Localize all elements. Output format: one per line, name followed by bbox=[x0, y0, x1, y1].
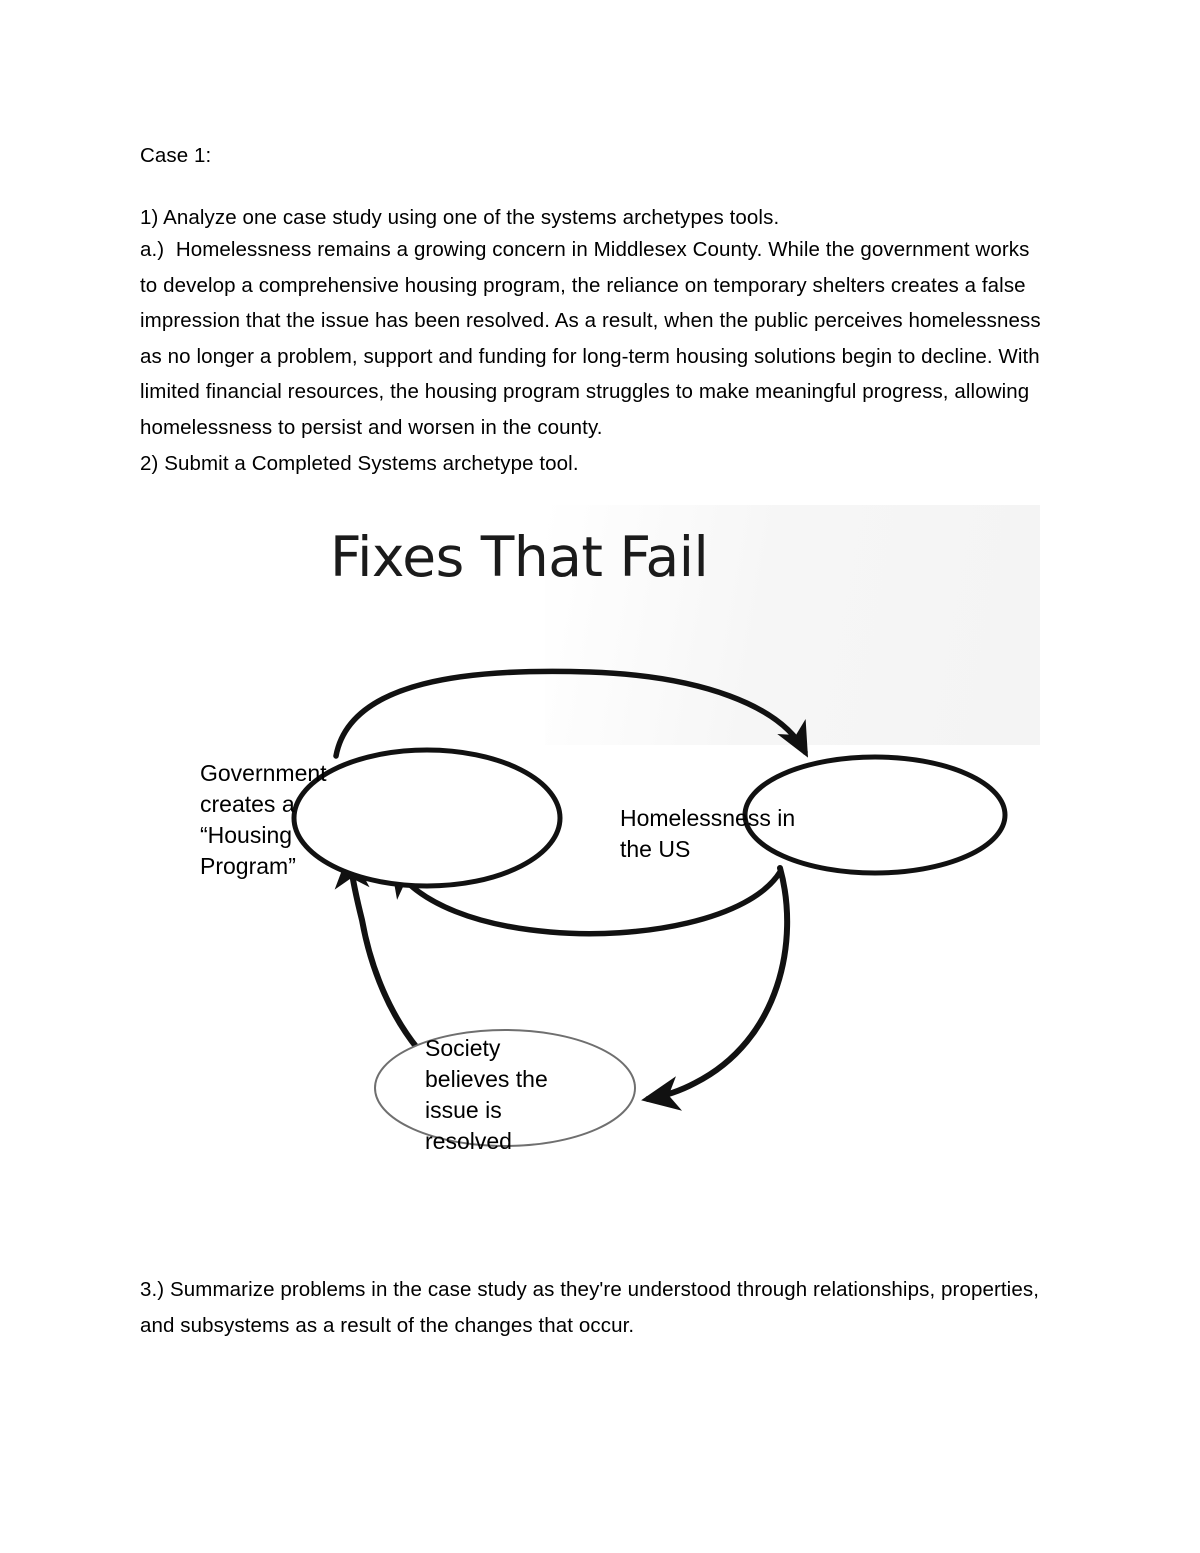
arrow-government-to-homelessness bbox=[333, 668, 809, 759]
case-heading: Case 1: bbox=[140, 144, 212, 167]
causal-loop-svg bbox=[291, 668, 1008, 1147]
instruction-line-2: 2) Submit a Completed Systems archetype … bbox=[140, 452, 579, 475]
arrow-homelessness-to-society bbox=[641, 865, 791, 1111]
node-label-homelessness: Homelessness in the US bbox=[620, 805, 796, 862]
instruction-line-3: 3.) Summarize problems in the case study… bbox=[140, 1278, 1045, 1337]
fixes-that-fail-diagram: Fixes That Fail bbox=[140, 500, 1040, 1200]
figure-background-plate bbox=[545, 505, 1040, 745]
node-label-society: Society believes the issue is resolved bbox=[425, 1035, 548, 1154]
node-ellipse-homelessness bbox=[742, 754, 1008, 876]
figure-title: Fixes That Fail bbox=[330, 525, 709, 589]
instruction-line-1: 1) Analyze one case study using one of t… bbox=[140, 206, 780, 229]
node-label-government: Government creates a “Housing Program” bbox=[200, 760, 327, 879]
node-ellipse-government bbox=[291, 747, 563, 889]
case-body-paragraph: a.) Homelessness remains a growing conce… bbox=[140, 238, 1047, 439]
arrow-homelessness-to-government bbox=[390, 861, 783, 937]
node-ellipse-society bbox=[374, 1029, 636, 1147]
